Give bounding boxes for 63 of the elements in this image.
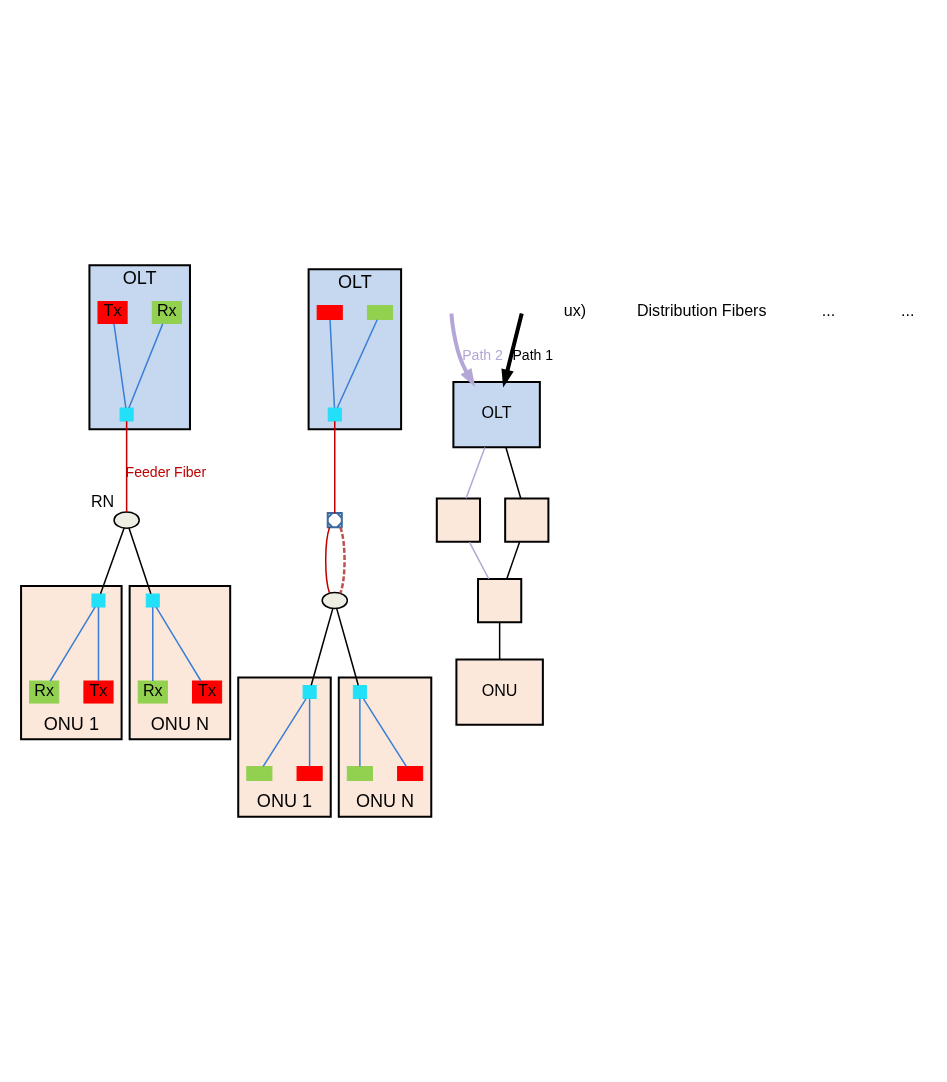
- node-ellipse: [112, 511, 140, 529]
- connector: [151, 606, 154, 682]
- connector: [328, 319, 335, 409]
- node-box: Tx: [82, 680, 114, 704]
- connector: [504, 446, 521, 500]
- node-box: [316, 304, 343, 321]
- node-box: [327, 407, 342, 422]
- node-box: [366, 304, 393, 321]
- node-box: Rx: [151, 300, 182, 325]
- node-box: Rx: [137, 680, 168, 704]
- connector: [505, 541, 520, 580]
- node-box: [346, 765, 373, 782]
- connector: [468, 541, 489, 580]
- connector: [310, 607, 334, 686]
- node-box: [296, 765, 323, 782]
- label: ux): [563, 301, 586, 320]
- node-box: ONU: [454, 658, 544, 726]
- node-box: Tx: [96, 300, 128, 325]
- connector: [498, 621, 500, 660]
- connector: [336, 319, 378, 409]
- connector: [464, 446, 486, 500]
- connector: [362, 698, 407, 768]
- node-box: Rx: [28, 680, 59, 704]
- connector: [333, 420, 335, 514]
- connector: [125, 420, 127, 513]
- connector: [49, 606, 96, 682]
- label: Distribution Fibers: [636, 301, 767, 320]
- connector: [324, 526, 330, 594]
- node-box: [503, 497, 549, 543]
- cluster: OLT: [307, 268, 402, 431]
- edge-label: Path 2: [461, 346, 503, 363]
- connector: [127, 323, 163, 409]
- node-box: [119, 407, 134, 422]
- node-box: Tx: [191, 680, 222, 704]
- node-label: RN: [90, 491, 114, 510]
- connector: [154, 606, 202, 682]
- node-box: [476, 577, 522, 624]
- connector: [335, 607, 359, 686]
- connector: [261, 698, 307, 768]
- connector: [97, 606, 99, 682]
- cluster: ONU N: [337, 676, 432, 818]
- node-box: [90, 593, 106, 608]
- connector: [308, 698, 310, 768]
- edge-label: Path 1: [511, 346, 553, 363]
- connector: [127, 527, 152, 595]
- node-ellipse: [320, 591, 348, 610]
- node-box: [245, 765, 272, 782]
- node-box: [302, 685, 317, 700]
- node-box: [435, 497, 481, 543]
- cluster: ONU 1: [236, 676, 332, 818]
- label: ...: [821, 301, 835, 320]
- arrow: [448, 313, 475, 387]
- arrow: [500, 313, 524, 388]
- node-box: [145, 593, 160, 608]
- edge-label: Feeder Fiber: [125, 463, 206, 480]
- connector: [338, 526, 346, 594]
- connector: [99, 527, 125, 595]
- connector: [112, 323, 127, 409]
- node-box: [396, 765, 423, 782]
- node-box: [352, 685, 367, 700]
- node-box: OLT: [451, 380, 541, 449]
- connector: [358, 698, 361, 768]
- label: ...: [900, 301, 915, 320]
